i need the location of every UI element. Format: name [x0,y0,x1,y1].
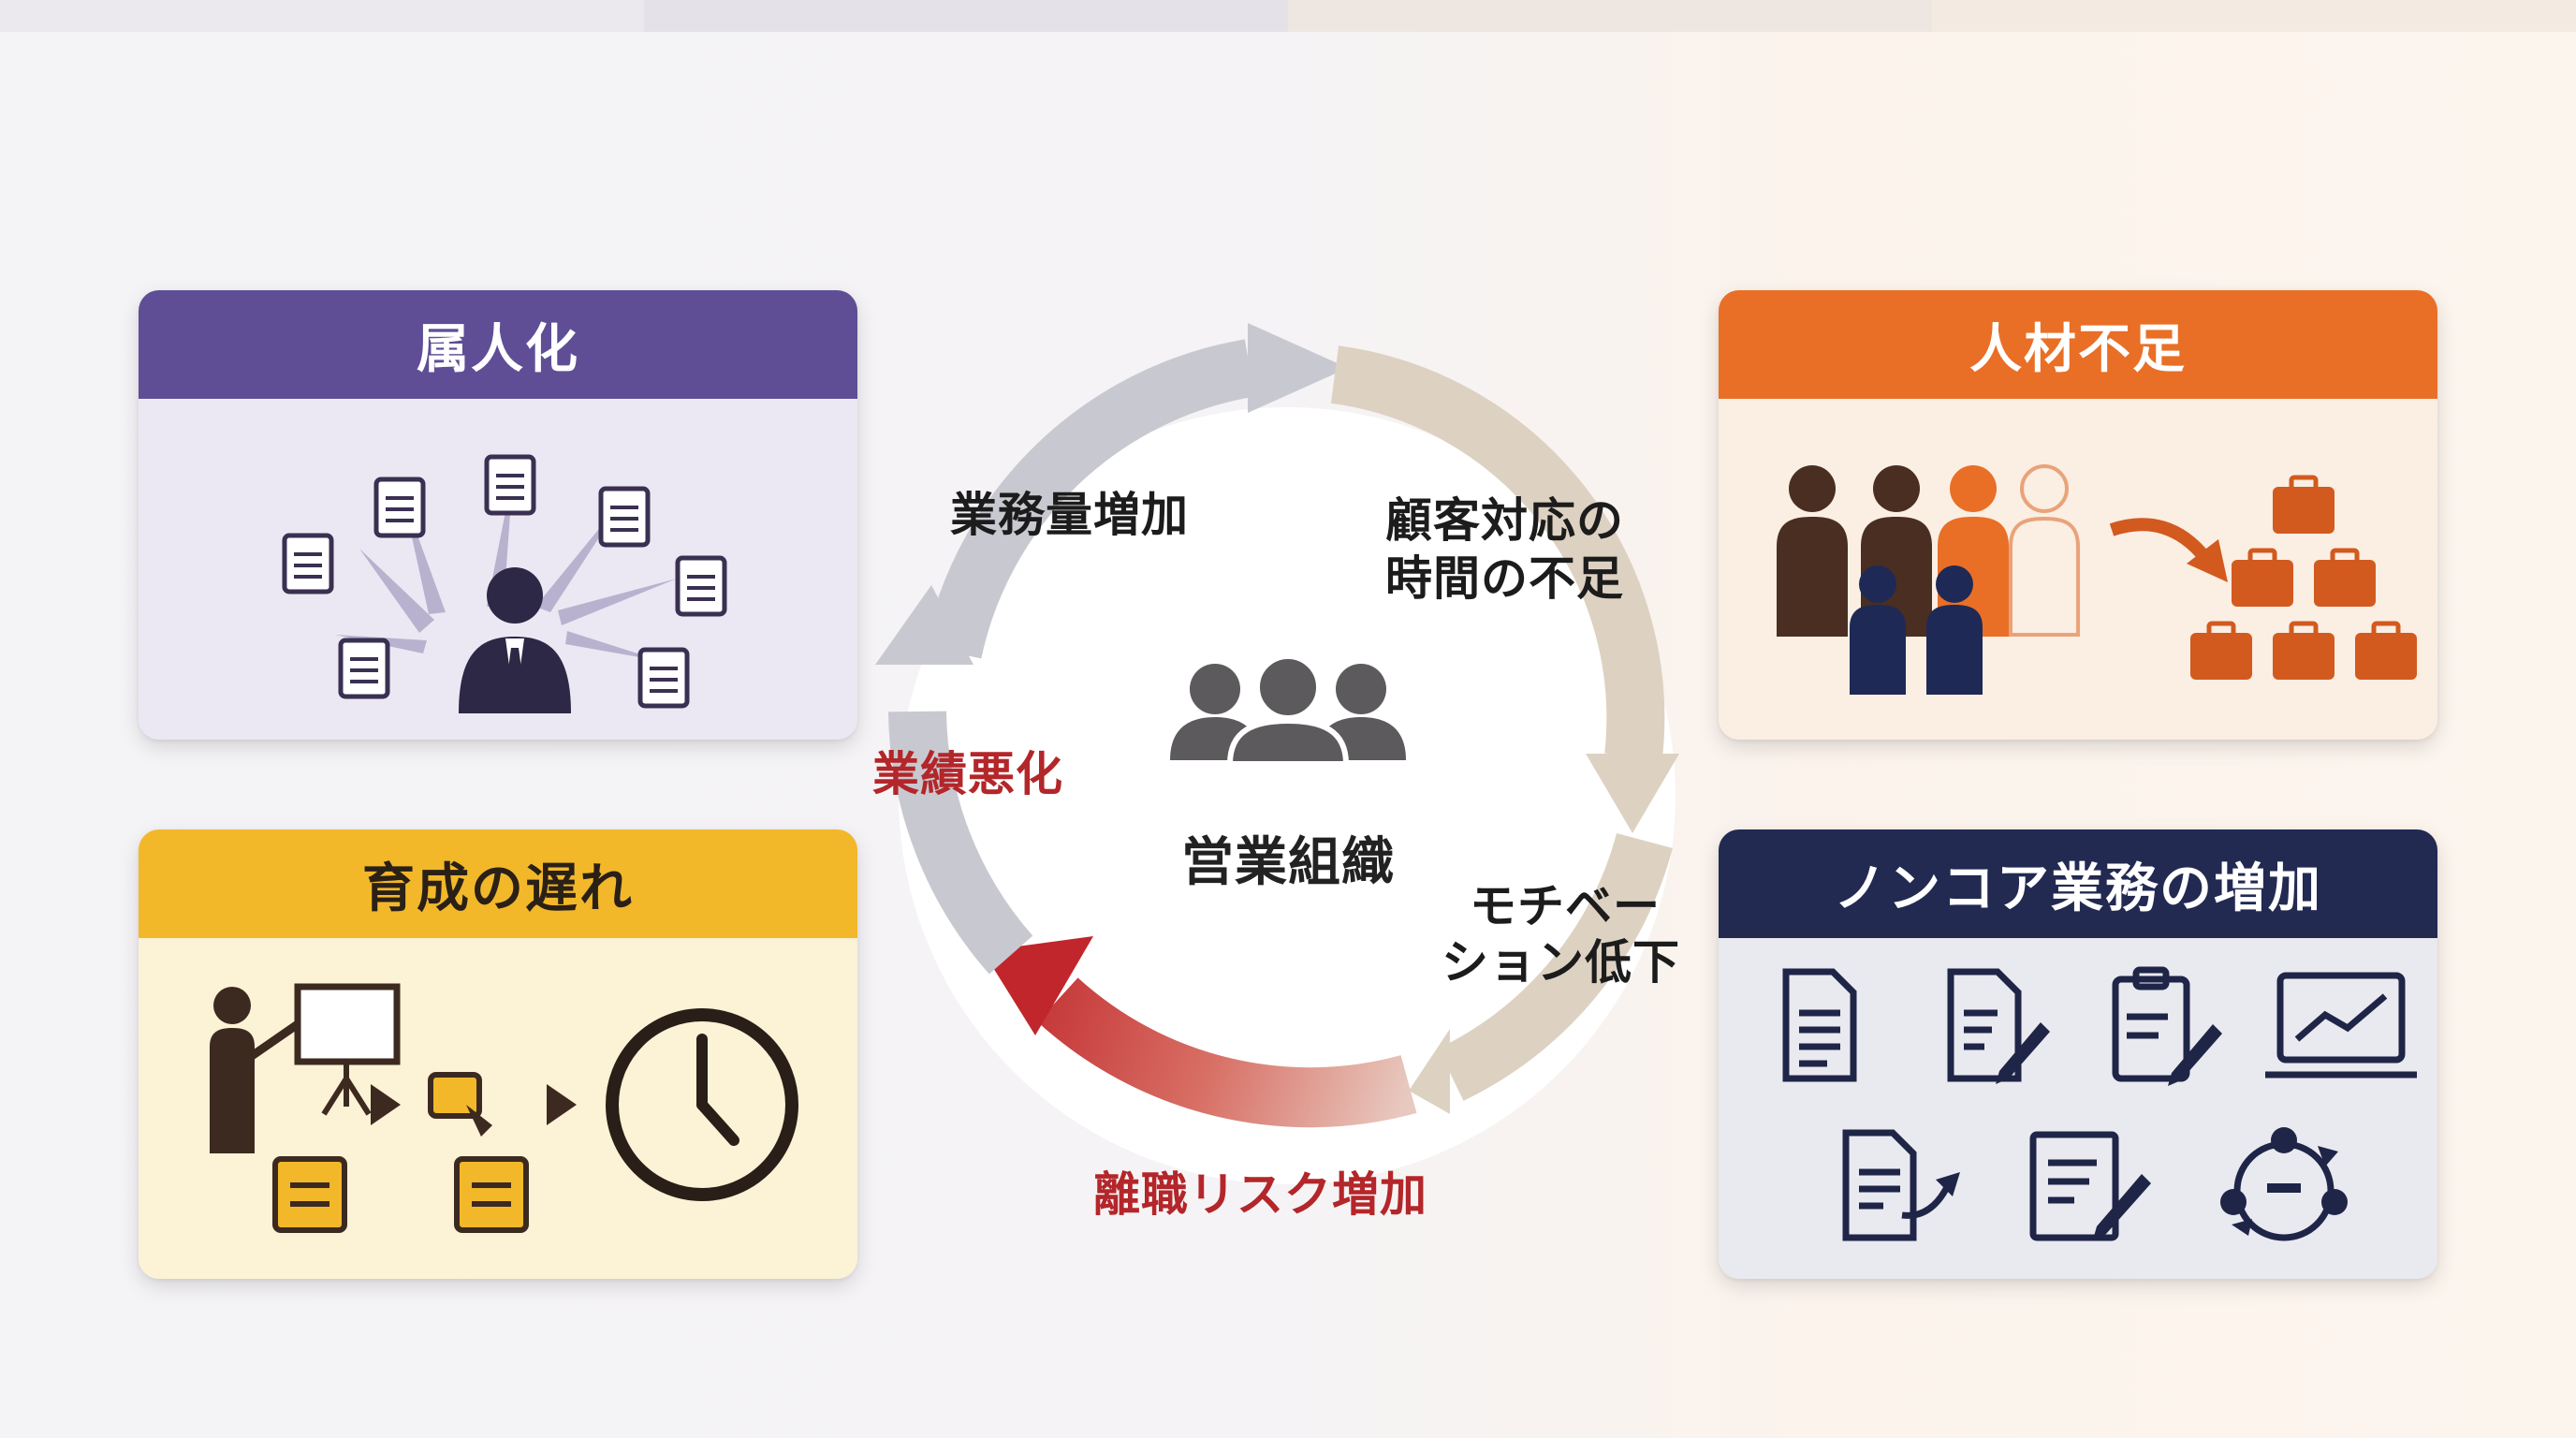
arc-performance [888,711,1033,975]
arrowhead-performance [875,585,973,665]
person-with-documents-icon [282,454,727,713]
label-customer-time-1: 顧客対応の [1385,493,1624,548]
label-customer-time-2: 時間の不足 [1385,551,1624,606]
card-illustration [1719,938,2437,1279]
trainer-to-clock-icon [210,983,798,1233]
label-performance-decline: 業績悪化 [872,747,1063,801]
group-people-icon [1170,655,1406,764]
card-person-dependency: 属人化 [139,290,857,740]
label-motivation-1: モチベー [1470,879,1661,933]
arrowhead-customer-time [1586,754,1679,833]
office-tasks-icons [1782,966,2417,1241]
card-training-delay: 育成の遅れ [139,829,857,1279]
arc-motivation [1438,832,1673,1101]
arrowhead-turnover [983,936,1093,1035]
card-illustration [1719,399,2437,740]
card-staff-shortage: 人材不足 [1719,290,2437,740]
card-title: 人材不足 [1719,290,2437,399]
label-motivation-2: ション低下 [1442,935,1680,990]
center-label: 営業組織 [1181,832,1395,893]
card-illustration [139,399,857,740]
arc-turnover [1037,977,1417,1128]
label-turnover-risk: 離職リスク増加 [1093,1167,1427,1222]
arc-workload [924,339,1255,659]
center-disc [899,407,1676,1184]
card-title: ノンコア業務の増加 [1719,829,2437,938]
arrowhead-motivation [1409,1029,1450,1114]
top-band [0,0,2576,32]
arrowhead-workload [1248,323,1348,413]
card-title: 育成の遅れ [139,829,857,938]
card-title: 属人化 [139,290,857,399]
arc-customer-time [1330,345,1665,760]
people-to-briefcases-icon [1777,464,2417,695]
label-workload-increase: 業務量増加 [950,488,1189,542]
card-noncore-increase: ノンコア業務の増加 [1719,829,2437,1279]
card-illustration [139,938,857,1279]
